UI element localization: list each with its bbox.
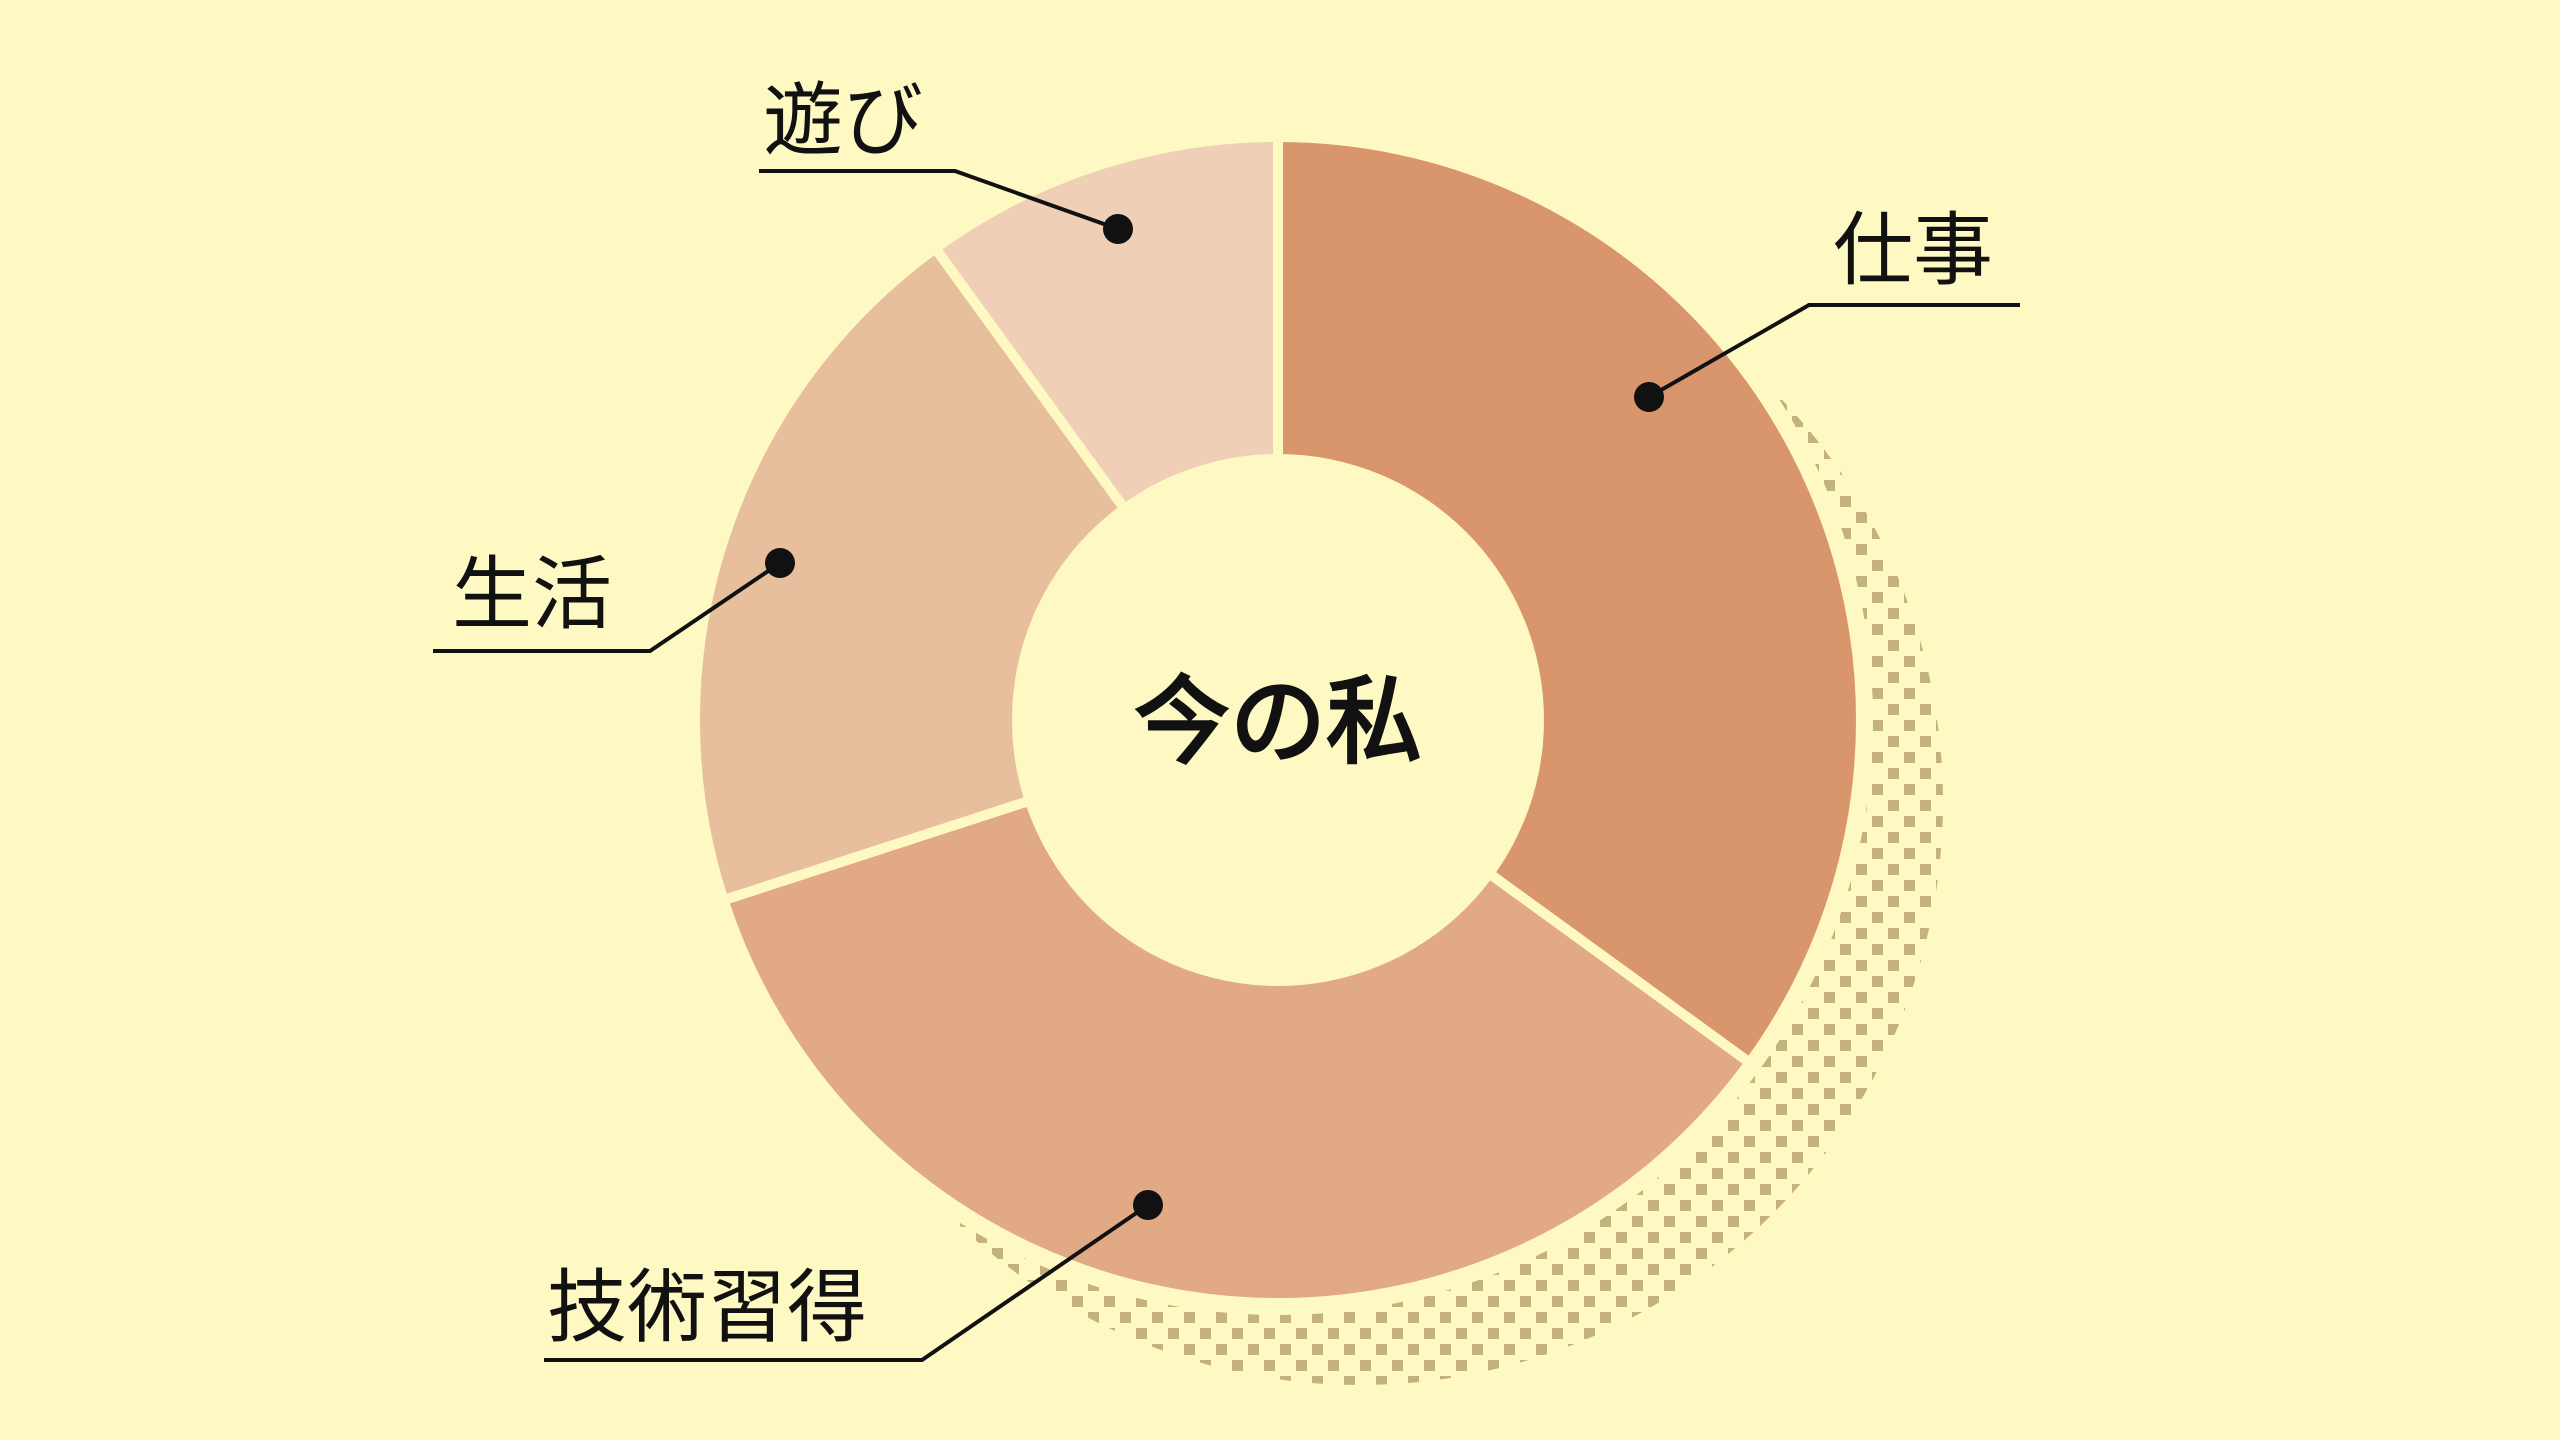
label-work: 仕事: [1634, 204, 2020, 412]
label-text: 技術習得: [547, 1261, 867, 1354]
leader-line: [1648, 303, 2020, 399]
leader-line: [544, 1203, 1150, 1362]
leader-dot: [1103, 214, 1133, 244]
slice-技術習得: [717, 714, 1757, 1308]
center-title: 今の私: [1134, 666, 1422, 778]
leader-dot: [1634, 382, 1664, 412]
leader-dot: [765, 548, 795, 578]
label-skill: 技術習得: [544, 1190, 1163, 1362]
slice-仕事: [1273, 131, 1866, 1070]
label-life: 生活: [433, 548, 795, 653]
label-text: 遊び: [763, 74, 923, 167]
label-text: 仕事: [1833, 204, 1993, 297]
leader-dot: [1133, 1190, 1163, 1220]
donut-hole: [1012, 454, 1544, 986]
leader-line: [759, 169, 1119, 231]
label-play: 遊び: [759, 74, 1133, 244]
leader-line: [433, 561, 782, 653]
label-text: 生活: [452, 548, 612, 641]
